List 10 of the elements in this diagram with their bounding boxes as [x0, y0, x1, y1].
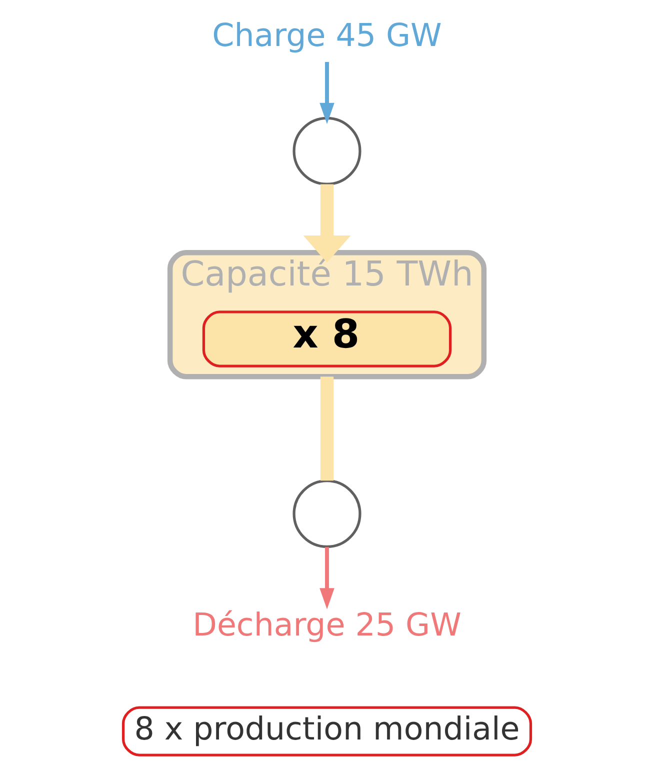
node-circle: [292, 116, 362, 186]
node-box: x 8: [202, 310, 452, 368]
connector: [320, 376, 334, 481]
arrow: [320, 62, 334, 124]
node-circle: [292, 479, 362, 548]
node-text: Décharge 25 GW: [192, 607, 462, 644]
arrow: [320, 547, 334, 610]
node-box: 8 x production mondiale: [122, 706, 532, 756]
node-text: Charge 45 GW: [212, 18, 442, 54]
arrow: [303, 184, 351, 263]
